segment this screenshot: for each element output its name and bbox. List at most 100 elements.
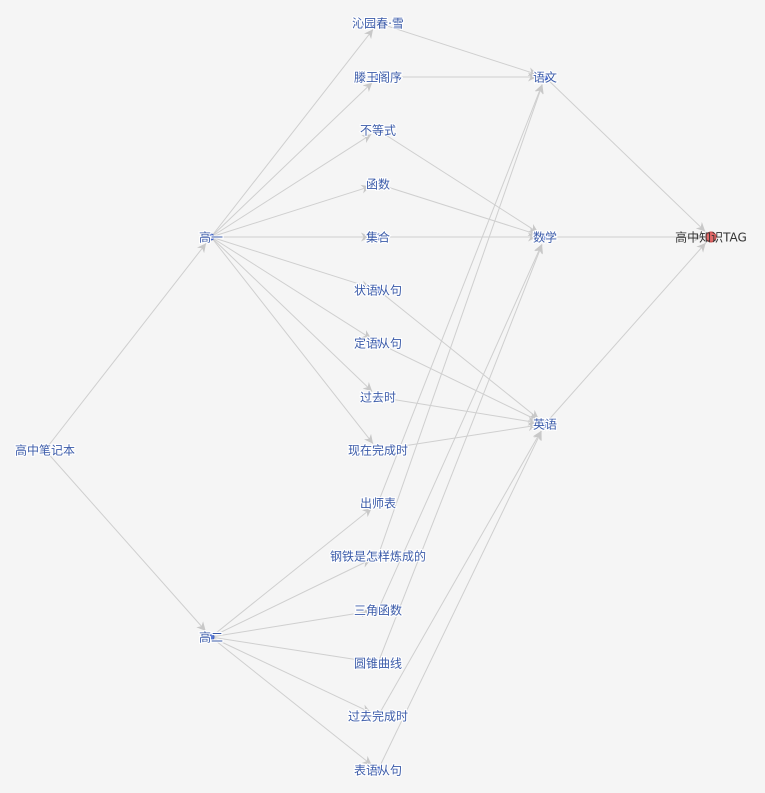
node-zhuangyu[interactable]: 状语从句 xyxy=(353,282,403,298)
edge-gaoyi-dingyu xyxy=(210,236,372,340)
edge-guoquwancheng-yingyu xyxy=(377,430,542,717)
edge-gaoer-gangtie xyxy=(210,559,372,638)
node-label: 定语从句 xyxy=(354,336,402,351)
edge-zhuangyu-yingyu xyxy=(377,289,540,420)
node-yuanzhui[interactable]: 圆锥曲线 xyxy=(353,655,403,671)
edge-gangtie-yuwen xyxy=(377,84,544,557)
node-gangtie[interactable]: 钢铁是怎样炼成的 xyxy=(329,547,427,564)
node-guoqushi[interactable]: 过去时 xyxy=(359,389,397,405)
edge-hanshu-shuxue xyxy=(377,183,538,237)
node-label: 表语从句 xyxy=(354,764,402,778)
edge-yuanzhui-shuxue xyxy=(377,244,543,664)
edge-sanjiao-shuxue xyxy=(377,244,543,611)
node-tag[interactable]: 高中知识TAG xyxy=(675,230,747,245)
node-layer: 沁园春·雪滕王阁序不等式函数集合状语从句定语从句过去时现在完成时出师表钢铁是怎样… xyxy=(14,15,747,778)
edge-notebook-gaoyi xyxy=(44,243,207,451)
edge-gaoyi-budengshi xyxy=(210,133,372,238)
node-label: 出师表 xyxy=(360,497,396,511)
node-label: 函数 xyxy=(366,177,390,192)
edge-gaoer-chushibiao xyxy=(210,507,373,638)
node-sanjiao[interactable]: 三角函数 xyxy=(353,601,403,618)
edge-layer xyxy=(44,22,707,771)
node-label: 高中知识TAG xyxy=(675,230,747,245)
edge-budengshi-shuxue xyxy=(377,129,539,234)
node-dot-icon[interactable] xyxy=(374,180,382,188)
edge-chushibiao-yuwen xyxy=(377,84,543,504)
edge-gaoyi-zhuangyu xyxy=(210,236,371,290)
node-label: 高二 xyxy=(199,630,223,645)
node-chunqinyuan[interactable]: 沁园春·雪 xyxy=(351,15,405,31)
node-label: 过去时 xyxy=(360,391,396,405)
edge-biaoyu-yingyu xyxy=(377,430,542,771)
edge-gaoer-yuanzhui xyxy=(210,636,371,665)
node-dot-icon[interactable] xyxy=(374,446,382,454)
edge-dingyu-yingyu xyxy=(377,342,539,421)
node-label: 钢铁是怎样炼成的 xyxy=(330,549,426,564)
node-dot-icon[interactable] xyxy=(374,499,382,507)
node-dot-icon[interactable] xyxy=(207,633,215,641)
node-dot-icon[interactable] xyxy=(374,766,382,774)
node-tengwang[interactable]: 滕王阁序 xyxy=(353,68,403,85)
node-dot-icon[interactable] xyxy=(705,231,717,243)
node-notebook[interactable]: 高中笔记本 xyxy=(14,441,76,458)
node-guoquwancheng[interactable]: 过去完成时 xyxy=(347,707,409,724)
node-label: 语文 xyxy=(533,70,557,85)
node-label: 数学 xyxy=(533,230,557,245)
edge-yingyu-tag xyxy=(544,242,707,425)
node-biaoyu[interactable]: 表语从句 xyxy=(353,762,403,778)
node-hanshu[interactable]: 函数 xyxy=(365,175,391,192)
node-label: 过去完成时 xyxy=(348,709,408,724)
node-label: 集合 xyxy=(366,230,390,245)
node-dot-icon[interactable] xyxy=(541,420,549,428)
edge-guoqushi-yingyu xyxy=(377,396,538,426)
edge-gaoyi-xianzai xyxy=(210,236,374,445)
edge-gaoyi-tengwang xyxy=(210,82,373,238)
node-xianzai[interactable]: 现在完成时 xyxy=(347,441,409,458)
node-label: 三角函数 xyxy=(354,603,402,618)
node-label: 高中笔记本 xyxy=(15,443,75,458)
node-label: 高一 xyxy=(199,230,223,245)
node-dot-icon[interactable] xyxy=(41,446,49,454)
node-label: 现在完成时 xyxy=(348,443,408,458)
node-dot-icon[interactable] xyxy=(374,339,382,347)
node-shuxue[interactable]: 数学 xyxy=(532,228,558,245)
edge-gaoer-biaoyu xyxy=(210,636,373,766)
node-dot-icon[interactable] xyxy=(374,712,382,720)
node-dot-icon[interactable] xyxy=(541,233,549,241)
node-dot-icon[interactable] xyxy=(374,73,382,81)
edge-gaoer-guoquwancheng xyxy=(210,636,371,714)
node-dot-icon[interactable] xyxy=(541,73,549,81)
node-jihe[interactable]: 集合 xyxy=(365,228,391,245)
edge-xianzai-yingyu xyxy=(377,422,538,451)
node-dot-icon[interactable] xyxy=(374,19,382,27)
edge-gaoyi-guoqushi xyxy=(210,236,373,392)
node-yuwen[interactable]: 语文 xyxy=(532,68,558,85)
node-dot-icon[interactable] xyxy=(207,233,215,241)
node-dot-icon[interactable] xyxy=(374,393,382,401)
node-dot-icon[interactable] xyxy=(374,286,382,294)
edge-chunqinyuan-yuwen xyxy=(377,22,538,77)
node-dot-icon[interactable] xyxy=(374,126,382,134)
edge-gaoyi-chunqinyuan xyxy=(210,28,374,238)
node-gaoyi[interactable]: 高一 xyxy=(198,228,224,245)
node-label: 英语 xyxy=(533,418,557,432)
node-gaoer[interactable]: 高二 xyxy=(198,628,224,645)
node-budengshi[interactable]: 不等式 xyxy=(359,122,397,138)
node-dot-icon[interactable] xyxy=(374,606,382,614)
node-dot-icon[interactable] xyxy=(374,659,382,667)
node-label: 圆锥曲线 xyxy=(354,657,402,671)
edge-gaoyi-hanshu xyxy=(210,184,371,238)
edge-yuwen-tag xyxy=(544,76,706,232)
node-label: 滕王阁序 xyxy=(354,70,402,85)
node-label: 沁园春·雪 xyxy=(352,17,404,31)
edge-notebook-gaoer xyxy=(44,449,207,632)
node-dot-icon[interactable] xyxy=(374,552,382,560)
node-yingyu[interactable]: 英语 xyxy=(532,416,558,432)
node-dot-icon[interactable] xyxy=(374,233,382,241)
node-label: 不等式 xyxy=(360,124,396,138)
node-dingyu[interactable]: 定语从句 xyxy=(353,334,403,351)
edge-gaoer-sanjiao xyxy=(210,608,371,638)
node-label: 状语从句 xyxy=(354,284,402,298)
node-chushibiao[interactable]: 出师表 xyxy=(359,495,397,511)
